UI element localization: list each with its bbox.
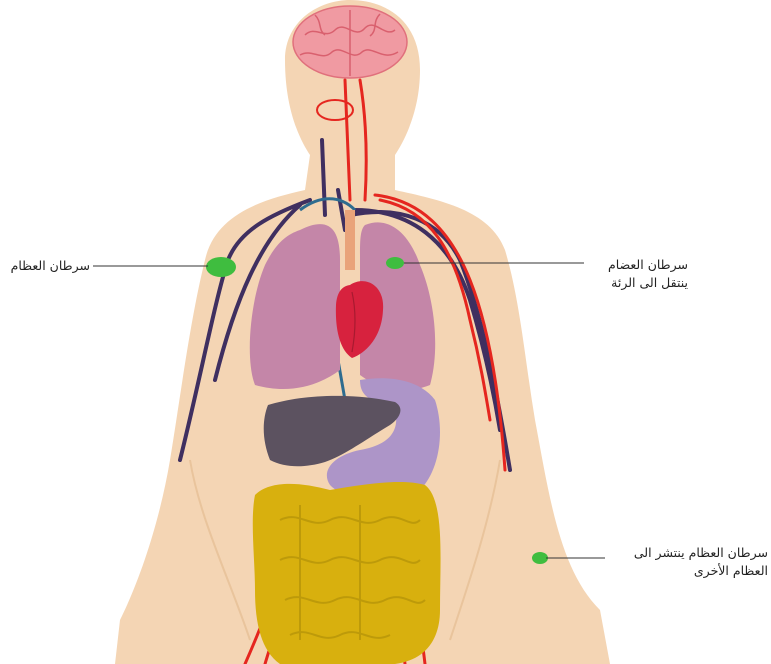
trachea: [345, 210, 355, 270]
callout-lung-line2: ينتقل الى الرئة: [592, 274, 688, 292]
callout-bone-cancer-text: سرطان العظام: [8, 257, 90, 275]
intestines: [253, 482, 441, 664]
tumor-right-forearm: [532, 552, 548, 564]
callout-spread-line1: سرطان العظام ينتشر الى: [612, 544, 768, 562]
callout-lung-spread: سرطان العضام ينتقل الى الرئة: [592, 256, 688, 292]
callout-lung-line1: سرطان العضام: [592, 256, 688, 274]
tumor-lung: [386, 257, 404, 269]
tumor-left-arm: [206, 257, 236, 277]
callout-bone-spread: سرطان العظام ينتشر الى العظام الأخرى: [612, 544, 768, 580]
callout-bone-cancer: سرطان العظام: [8, 257, 90, 275]
callout-spread-line2: العظام الأخرى: [612, 562, 768, 580]
